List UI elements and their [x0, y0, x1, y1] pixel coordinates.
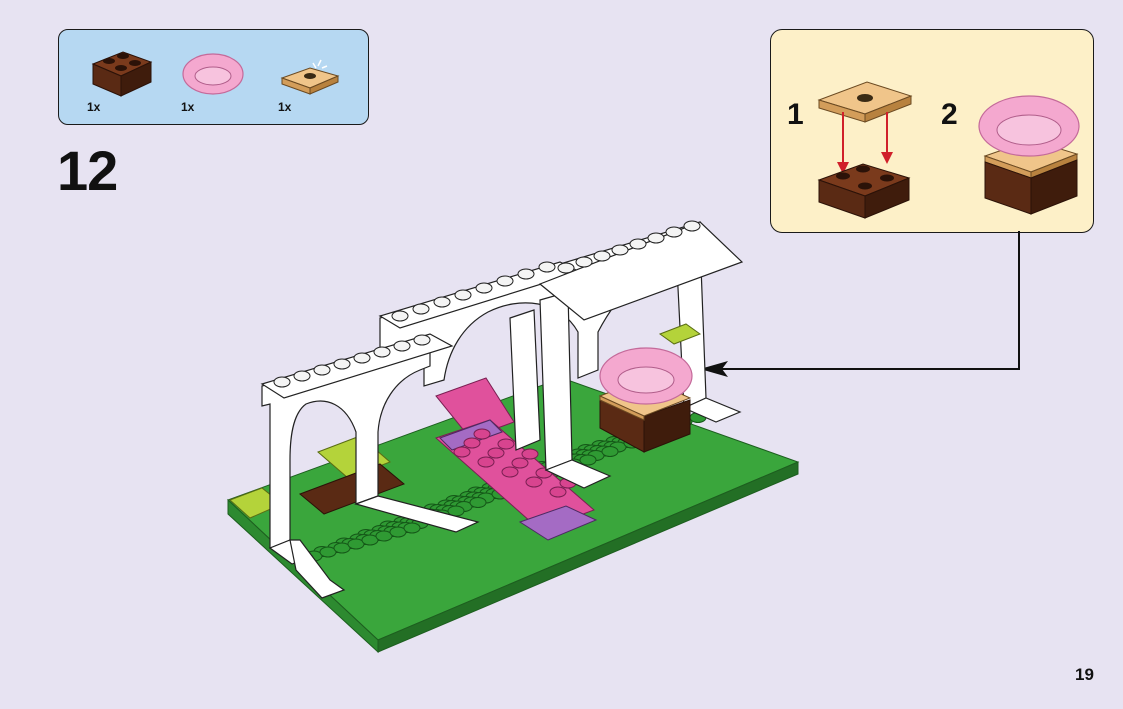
stud — [521, 448, 539, 460]
stud — [647, 232, 665, 244]
sub-step-1-number: 1 — [787, 98, 804, 131]
stud — [412, 303, 430, 315]
arch-studs — [273, 220, 701, 388]
brown-brick-2x2-icon — [91, 51, 153, 97]
stud — [683, 220, 701, 232]
stud — [477, 456, 495, 468]
stud — [453, 446, 471, 458]
lime-tile — [658, 323, 702, 345]
white-arch-frame — [260, 221, 744, 599]
stud — [319, 546, 337, 558]
stud — [403, 522, 421, 534]
stud — [517, 268, 535, 280]
stud — [575, 256, 593, 268]
part-pink-dish: 1x — [181, 38, 261, 118]
stud — [333, 358, 351, 370]
stud — [469, 497, 487, 508]
tan-plate-2x2-icon — [280, 59, 340, 95]
stud — [601, 446, 619, 457]
stud — [375, 530, 393, 542]
callout-arrow-icon — [700, 361, 728, 377]
step-number: 12 — [57, 139, 118, 202]
stud — [393, 340, 411, 352]
stud — [353, 352, 371, 364]
part-qty: 1x — [278, 100, 292, 114]
stud — [511, 457, 529, 469]
stud — [313, 364, 331, 376]
page-number: 19 — [1075, 665, 1094, 684]
stud — [373, 346, 391, 358]
stud — [593, 250, 611, 262]
stud — [361, 534, 379, 546]
stud — [538, 261, 556, 273]
stud — [454, 289, 472, 301]
stud — [501, 466, 519, 478]
stud — [463, 437, 481, 449]
callout-connector-line — [718, 231, 1020, 370]
stud — [391, 310, 409, 322]
dish-on-brick-icon — [978, 95, 1080, 215]
sub-assembly-box: 1 2 — [770, 29, 1094, 233]
stud — [487, 447, 505, 459]
stud — [579, 454, 597, 466]
stud — [496, 275, 514, 287]
stud — [557, 262, 575, 274]
parts-list-box: 1x 1x 1x — [58, 29, 369, 125]
stud — [273, 376, 291, 388]
stud — [433, 296, 451, 308]
stud — [549, 486, 567, 498]
stud — [525, 476, 543, 488]
part-qty: 1x — [181, 100, 195, 114]
stud — [611, 244, 629, 256]
stud — [475, 282, 493, 294]
stud — [389, 526, 407, 538]
stud — [473, 428, 491, 440]
stud — [629, 238, 647, 250]
part-brown-brick: 1x — [87, 38, 167, 118]
stud — [347, 538, 365, 550]
sub-step-2-number: 2 — [941, 98, 958, 131]
stud — [413, 334, 431, 346]
pink-dish-icon — [182, 53, 244, 95]
part-qty: 1x — [87, 100, 101, 114]
part-tan-plate: 1x — [278, 38, 358, 118]
stud — [293, 370, 311, 382]
stud — [333, 542, 351, 554]
brown-brick-with-dish — [598, 347, 693, 453]
stud — [665, 226, 683, 238]
plate-onto-brick-icon — [817, 81, 913, 219]
stud — [497, 438, 515, 450]
